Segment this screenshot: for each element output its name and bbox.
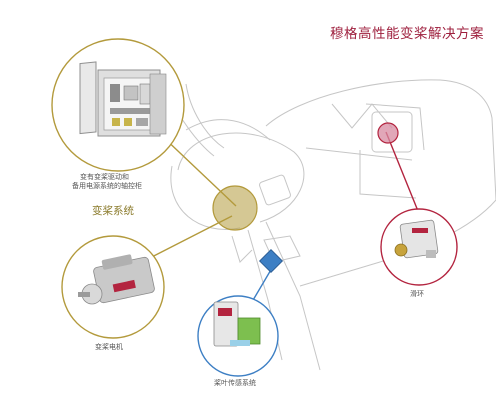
sensor-cable (230, 340, 250, 346)
blade-lower-right (265, 221, 321, 371)
sensor-brand-plate (218, 308, 232, 316)
slip-ring-illustration (394, 219, 439, 259)
motor-brand-plate (112, 279, 136, 293)
cabinet-terminal-1 (112, 118, 120, 126)
motor-callout (61, 235, 165, 339)
motor-shaft (78, 292, 90, 297)
hub-flange (259, 174, 291, 206)
cabinet-terminal-3 (136, 118, 148, 126)
nacelle-box-top (365, 103, 425, 151)
nacelle-body (265, 79, 496, 287)
slip-ring-label: 滑环 (410, 290, 424, 298)
blade-upper-1 (185, 83, 225, 149)
cabinet-rail (110, 108, 150, 114)
slip-ring-port (426, 250, 436, 258)
pitch-circle (212, 185, 258, 231)
nacelle-frame-left (331, 103, 393, 129)
blade-root (231, 235, 253, 263)
blade-sensor-callout (197, 295, 279, 377)
slip-ring-body (399, 219, 439, 259)
pitch-system-marker (212, 185, 258, 231)
blade-sensor-label: 桨叶传感系统 (214, 379, 256, 387)
motor-illustration (78, 254, 155, 305)
nacelle-edge (305, 147, 413, 161)
page-title: 穆格高性能变桨解决方案 (330, 26, 484, 42)
hub-top (185, 119, 271, 141)
motor-label: 变桨电机 (95, 343, 123, 351)
cabinet-module-3 (139, 83, 151, 105)
connector-lines (141, 131, 421, 313)
cabinet-label-line2: 备用电源系统的轴控柜 (72, 182, 142, 190)
cabinet-label-line1: 变有变桨驱动和 (80, 173, 129, 181)
cabinet-terminal-2 (124, 118, 132, 126)
blade-sensor-illustration (213, 301, 261, 347)
cabinet-side (149, 73, 167, 135)
slip-ring-dot (377, 122, 399, 144)
cabinet-door (79, 61, 97, 135)
cabinet-illustration (79, 61, 167, 137)
connector-slip-ring (385, 131, 421, 217)
slip-ring-brand-plate (412, 228, 428, 233)
slip-ring-connector (394, 243, 408, 257)
connector-motor (141, 215, 233, 263)
cabinet-module-2 (123, 85, 139, 101)
hub-body (177, 132, 305, 223)
motor-connector-box (101, 254, 133, 270)
pitch-system-label: 变桨系统 (92, 205, 134, 217)
blade-sensor-square (258, 248, 284, 274)
slip-ring-callout (380, 208, 458, 286)
hub-front (170, 165, 241, 230)
slip-ring-marker (377, 122, 399, 144)
cabinet-module-1 (110, 84, 120, 102)
slip-ring-housing (371, 111, 413, 153)
nacelle-box (359, 150, 417, 199)
cabinet-callout (51, 38, 185, 172)
blade-sensor-marker (258, 248, 284, 274)
